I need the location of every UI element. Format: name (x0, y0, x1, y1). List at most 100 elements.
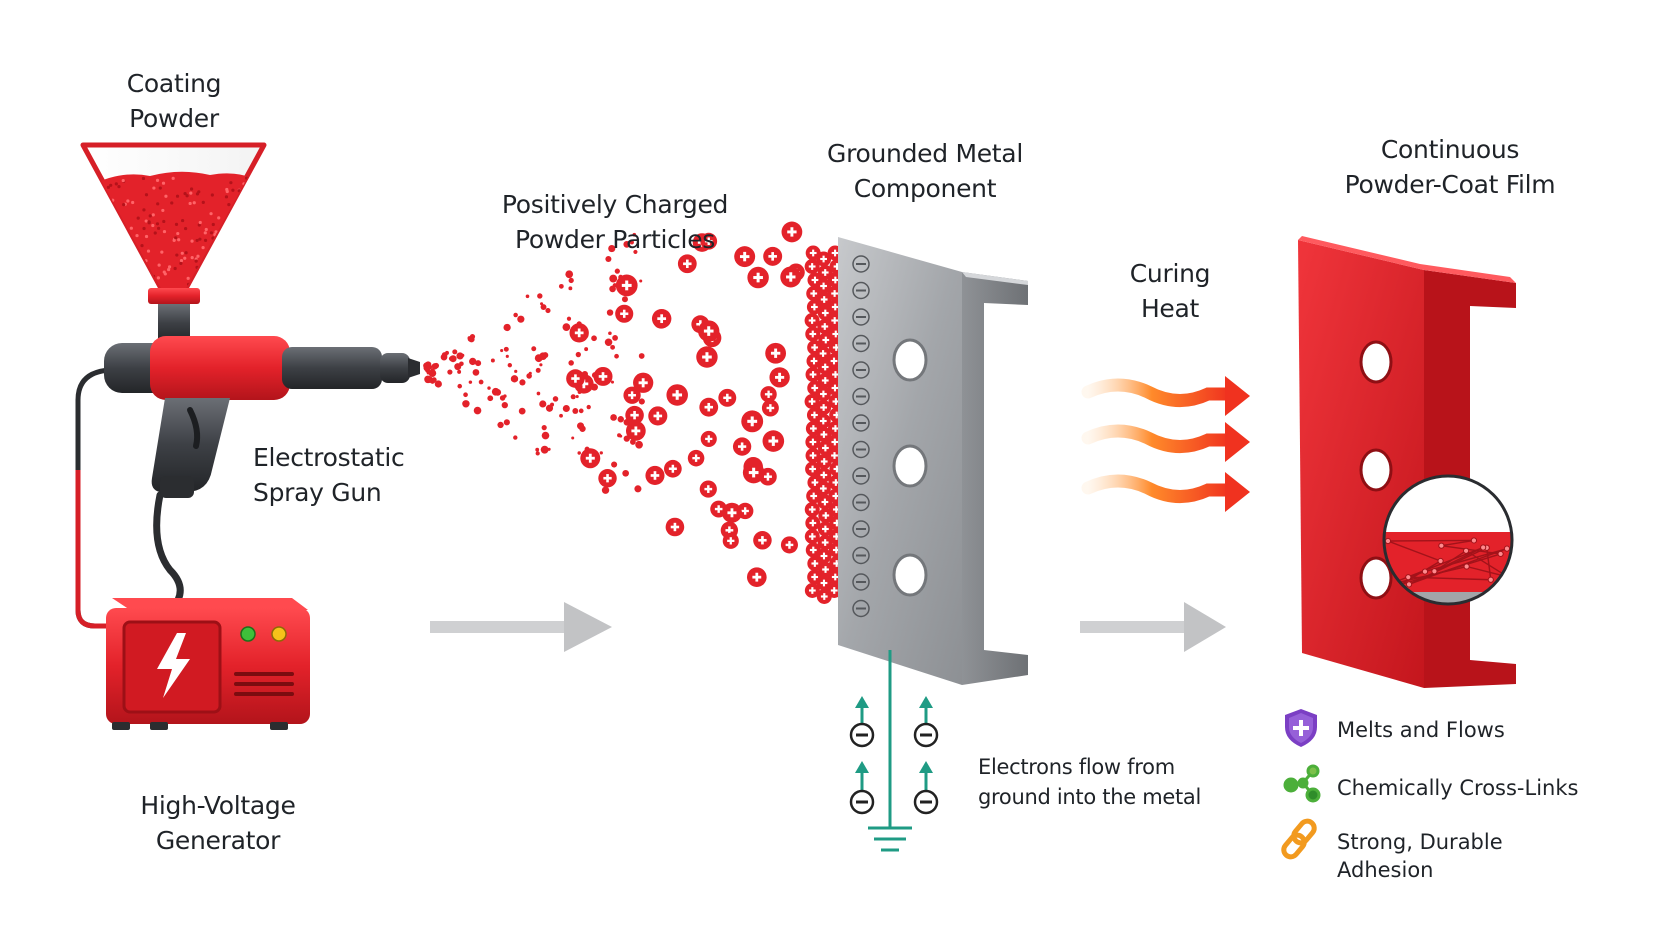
powder-droplet (499, 395, 506, 401)
positive-particle (817, 521, 833, 537)
molecule-icon (1283, 764, 1321, 803)
positive-particle (615, 274, 638, 297)
powder-droplet (467, 336, 473, 342)
vent-grille (234, 672, 294, 696)
powder-droplet (525, 294, 530, 299)
powder-droplet (535, 451, 540, 456)
legend-text: Melts and Flows (1337, 718, 1505, 742)
powder-droplet (584, 347, 589, 352)
positive-particle (817, 535, 833, 550)
powder-droplet (539, 400, 547, 408)
powder-droplet (566, 316, 572, 321)
legend-cross-links: Chemically Cross-Links (1283, 774, 1578, 810)
positive-particle (762, 430, 785, 452)
powder-droplet (609, 274, 618, 283)
positive-particle (687, 449, 705, 467)
positive-particle (826, 353, 842, 369)
negative-charge (852, 493, 870, 512)
powder-droplet (537, 293, 543, 299)
powder-droplet (610, 414, 617, 421)
negative-charge (852, 520, 870, 538)
negative-charge (852, 281, 870, 300)
powder-droplet (562, 323, 571, 331)
positive-particle (677, 254, 697, 274)
powder-droplet (517, 315, 525, 323)
powder-fill (88, 171, 261, 292)
powder-droplet (519, 379, 526, 386)
powder-droplet (638, 353, 645, 359)
positive-particle (805, 448, 821, 463)
positive-particle (633, 372, 654, 393)
powder-droplet (445, 350, 449, 355)
spray-gun-label: Electrostatic Spray Gun (253, 443, 405, 507)
powder-droplet (449, 355, 457, 363)
positive-particle (805, 367, 821, 382)
powder-droplet (638, 398, 645, 405)
powder-droplet (599, 451, 603, 455)
powder-droplet (610, 380, 614, 384)
electron-arrow (849, 761, 875, 815)
powder-hopper (80, 142, 267, 342)
positive-particle (805, 434, 821, 450)
positive-particle (760, 386, 777, 403)
powder-droplet (424, 375, 432, 384)
powder-droplet (514, 369, 518, 373)
powder-droplet (635, 440, 643, 449)
positive-particle (806, 353, 822, 369)
powder-droplet (535, 447, 540, 452)
electron-arrow (849, 696, 875, 748)
positive-particle (732, 437, 752, 456)
positive-particle (817, 494, 833, 510)
positive-particle (753, 530, 772, 550)
powder-droplet (568, 277, 574, 284)
powder-droplet (586, 404, 591, 410)
powder-droplet (503, 346, 509, 352)
curing-heat-waves (1081, 376, 1250, 512)
negative-charge (852, 546, 870, 565)
yellow-indicator-light (271, 626, 287, 642)
powder-droplet (570, 394, 576, 400)
powder-droplet (610, 344, 616, 350)
positive-particle (804, 394, 820, 409)
powder-droplet (500, 348, 504, 353)
positive-particle (816, 575, 832, 591)
positive-particle (615, 304, 634, 323)
powder-droplet (463, 392, 468, 398)
powder-droplet (634, 485, 642, 493)
process-arrow-1 (430, 602, 612, 652)
powder-droplet (541, 431, 550, 440)
powder-droplet (491, 387, 500, 396)
positive-particle (699, 480, 717, 498)
coating-powder-label: Coating Powder (126, 69, 222, 133)
spray-gun (104, 336, 420, 498)
powder-droplet (565, 270, 574, 279)
positive-particle (722, 532, 739, 549)
electrons-label: Electrons flow from ground into the meta… (978, 755, 1202, 809)
positive-particle (805, 515, 821, 531)
film-cross-section-magnifier (1382, 474, 1514, 606)
positive-particle (664, 459, 682, 478)
legend-text: Chemically Cross-Links (1337, 776, 1579, 800)
powder-droplet (426, 371, 430, 375)
legend-icon-slot (1283, 716, 1319, 752)
powder-droplet (536, 391, 541, 396)
powder-droplet (475, 360, 482, 367)
powder-droplet (541, 425, 547, 431)
powder-droplet (457, 369, 462, 374)
legend-text: Strong, Durable Adhesion (1337, 830, 1503, 882)
negative-charge (852, 440, 870, 459)
charged-powder-particles (423, 221, 845, 604)
powder-droplet (568, 360, 574, 366)
powder-droplet (629, 240, 634, 245)
powder-droplet (431, 377, 437, 383)
positive-particle (804, 259, 820, 274)
positive-particle (741, 410, 764, 433)
powder-droplet (468, 380, 473, 384)
positive-particle (781, 221, 803, 243)
powder-droplet (539, 352, 547, 361)
legend-icon-slot (1283, 774, 1319, 810)
powder-droplet (623, 240, 631, 248)
negative-charge (852, 599, 870, 618)
powder-droplet (503, 323, 511, 332)
powder-droplet (531, 346, 537, 352)
